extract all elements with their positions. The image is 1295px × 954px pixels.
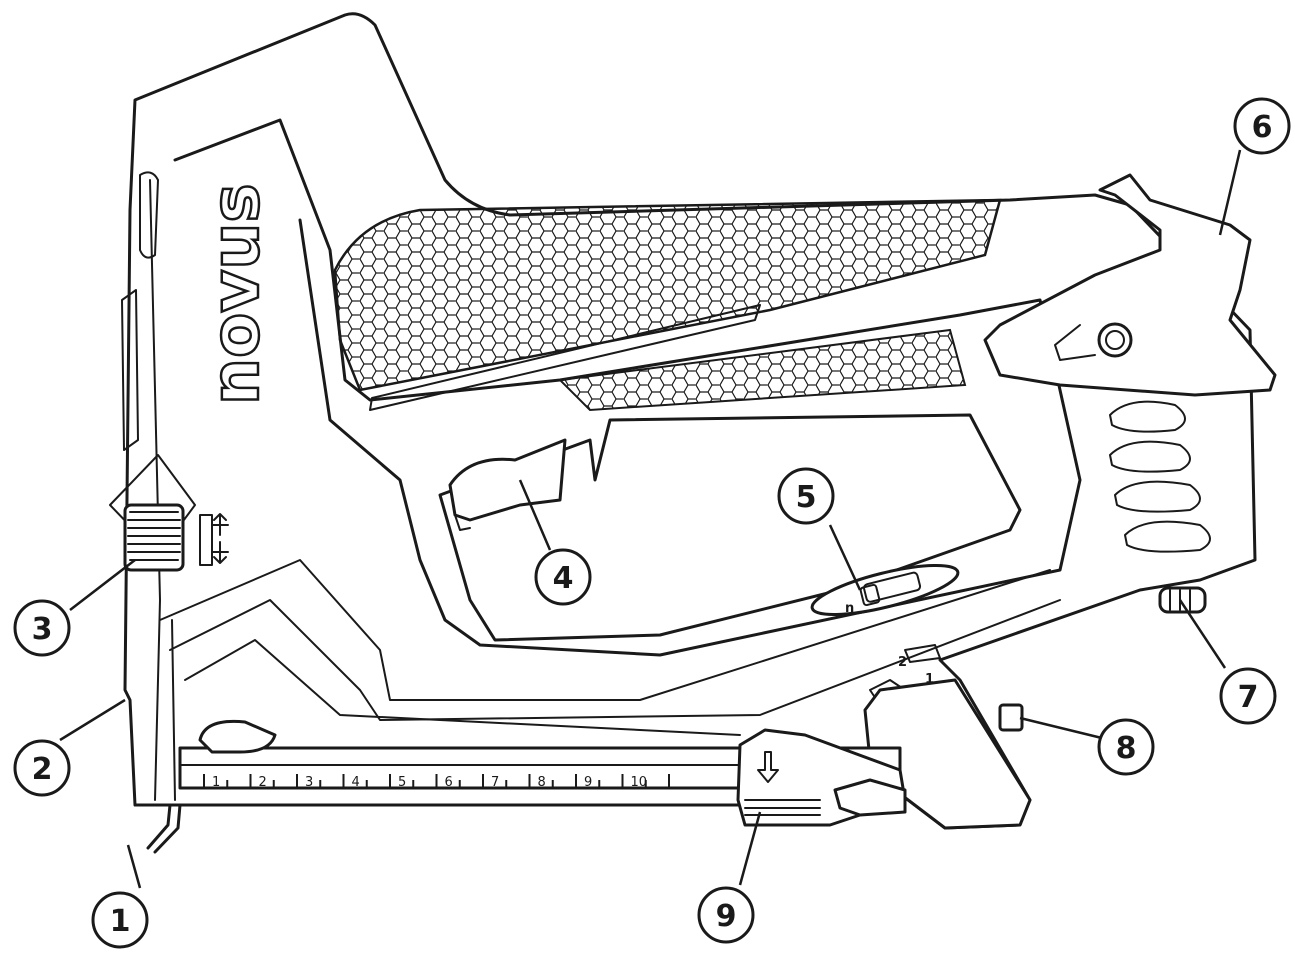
slide-down-arrow-icon: [757, 751, 779, 783]
wire-tip: [146, 803, 172, 850]
front-edge-line-2: [171, 619, 176, 801]
svg-text:3: 3: [32, 612, 53, 647]
svg-text:4: 4: [553, 561, 574, 596]
svg-text:7: 7: [1238, 680, 1259, 715]
body-contour-1: [159, 559, 1051, 701]
svg-text:8: 8: [1116, 731, 1137, 766]
callout-5: 5: [777, 467, 835, 525]
callout-4: 4: [534, 548, 592, 606]
svg-text:1: 1: [110, 904, 131, 939]
scale-label: 3: [305, 775, 313, 790]
callout-6: 6: [1233, 97, 1291, 155]
scale-label: 8: [538, 775, 546, 790]
brand-logo: novus: [197, 183, 274, 405]
front-edge-line: [149, 179, 161, 801]
svg-text:2: 2: [898, 655, 907, 670]
svg-text:2: 2: [32, 752, 53, 787]
scale-label: 1: [212, 775, 220, 790]
depth-adjust-symbol-icon: [199, 513, 229, 566]
staple-slider[interactable]: [736, 728, 907, 827]
callout-2: 2: [13, 739, 71, 797]
leader-lines: [59, 149, 1242, 889]
body-contour-3: [184, 639, 741, 736]
callout-7: 7: [1219, 667, 1277, 725]
callout-9: 9: [697, 886, 755, 944]
switch-left-symbol: n: [845, 601, 854, 616]
scale-label: 2: [259, 775, 267, 790]
scale-label: 7: [491, 775, 499, 790]
rear-knob[interactable]: [1158, 586, 1207, 614]
svg-text:5: 5: [796, 480, 817, 515]
rear-grip-ribs: [1109, 400, 1211, 553]
upper-grip-texture: [333, 198, 1002, 392]
lower-grip-texture: [557, 328, 967, 412]
callout-3: 3: [13, 599, 71, 657]
svg-text:6: 6: [1252, 110, 1273, 145]
trigger[interactable]: [448, 438, 567, 522]
svg-text:9: 9: [716, 899, 737, 934]
scale-label: 10: [631, 775, 648, 790]
callout-8: 8: [1097, 718, 1155, 776]
callout-1: 1: [91, 891, 149, 949]
front-slot-upper: [139, 171, 159, 259]
scale-label: 6: [445, 775, 453, 790]
scale-label: 9: [584, 775, 592, 790]
hanger-pivot-icon: [1097, 322, 1133, 358]
front-slot-lower: [121, 289, 139, 451]
depth-adjust-wheel[interactable]: [123, 503, 185, 572]
front-foot: [198, 719, 277, 754]
mode-switch[interactable]: [808, 555, 962, 624]
scale-label: 4: [352, 775, 360, 790]
body-contour-2: [169, 599, 1061, 721]
scale-label: 5: [398, 775, 406, 790]
svg-text:1: 1: [925, 672, 934, 687]
grip-ridge: [369, 304, 761, 411]
rear-hanger[interactable]: [983, 173, 1277, 397]
measurement-scale: 1 2 3 4 5 6 7 8 9 10: [203, 774, 670, 790]
